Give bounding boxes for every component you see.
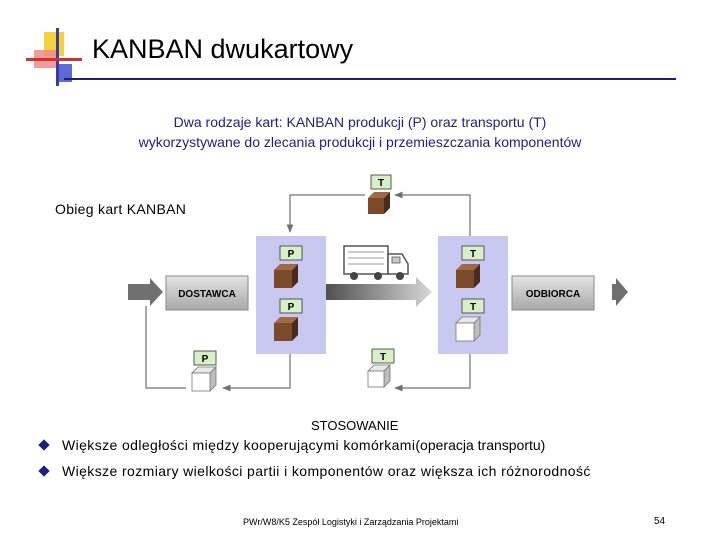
svg-text:T: T: [378, 178, 384, 189]
svg-text:T: T: [380, 352, 386, 363]
p-card-lower-line: [222, 354, 291, 392]
svg-text:T: T: [470, 302, 476, 313]
transport-arrow: [326, 277, 432, 307]
t-card-lower-line: [394, 354, 471, 392]
empty-box-customer: [455, 316, 481, 342]
bullet-diamond-icon: [38, 465, 50, 477]
svg-text:T: T: [470, 249, 476, 260]
kanban-card-p-lower: P: [193, 350, 217, 366]
diagram-caption: Obieg kart KANBAN: [55, 201, 187, 217]
container-box-top-t: [368, 192, 390, 214]
svg-text:P: P: [288, 302, 295, 313]
application-item-emphasis: Większe odległości między kooperującymi …: [62, 437, 416, 453]
application-item: Większe rozmiary wielkości partii i komp…: [36, 463, 591, 479]
kanban-card-t-top: T: [370, 174, 392, 190]
svg-text:P: P: [288, 249, 295, 260]
page-title: KANBAN dwukartowy: [92, 34, 354, 64]
kanban-card-t-customer-2: T: [461, 298, 485, 314]
bullet-diamond-icon: [38, 439, 50, 451]
truck-icon: [343, 245, 409, 280]
inbound-arrow: [128, 278, 163, 306]
empty-box-lower-t: [367, 364, 391, 388]
subtitle-line-1: Dwa rodzaje kart: KANBAN produkcji (P) o…: [173, 114, 547, 130]
customer-node: [511, 275, 595, 311]
p-card-to-supplier-line: [145, 306, 186, 389]
t-card-return-line: [394, 191, 471, 236]
svg-text:P: P: [202, 354, 209, 365]
applications-heading: STOSOWANIE: [311, 418, 399, 433]
supplier-node: [165, 275, 249, 311]
supplier-label: DOSTAWCA: [178, 289, 236, 300]
kanban-card-t-lower: T: [371, 348, 395, 364]
container-box-customer-full: [456, 264, 480, 288]
customer-label: ODBIORCA: [526, 289, 580, 300]
container-box-supplier-2: [274, 317, 298, 341]
kanban-card-p-supplier-2: P: [279, 298, 303, 314]
t-card-to-supplier-line: [286, 194, 365, 233]
kanban-card-t-customer-1: T: [461, 245, 485, 261]
empty-box-lower-p: [191, 366, 217, 392]
container-box-supplier-1: [274, 264, 298, 288]
subtitle: Dwa rodzaje kart: KANBAN produkcji (P) o…: [40, 112, 680, 152]
application-item-emphasis: Większe rozmiary wielkości partii i komp…: [62, 463, 591, 479]
kanban-card-p-supplier-1: P: [279, 245, 303, 261]
page-number: 54: [654, 516, 666, 527]
application-item: Większe odległości między kooperującymi …: [36, 437, 545, 453]
title-divider: [64, 78, 676, 80]
logo-icon: [26, 28, 82, 86]
application-item-note: (operacja transportu): [415, 437, 546, 453]
outbound-arrow: [612, 278, 628, 306]
subtitle-line-2: wykorzystywane do zlecania produkcji i p…: [138, 134, 582, 150]
footer-text: PWr/W8/K5 Zespół Logistyki i Zarządzania…: [243, 517, 459, 527]
